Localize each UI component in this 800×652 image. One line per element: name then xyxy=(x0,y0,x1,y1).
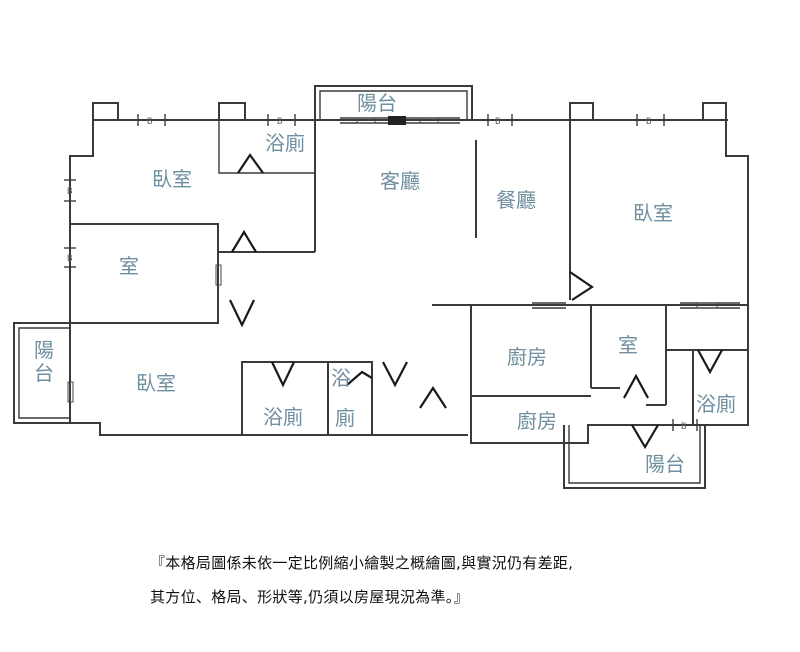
b-marker: B xyxy=(487,114,513,127)
b-markers: B B B B B B B xyxy=(64,114,698,432)
windows xyxy=(67,116,740,403)
interior-walls xyxy=(70,120,748,435)
room-label-bath-se: 浴廁 xyxy=(696,392,736,416)
outer-walls xyxy=(13,85,749,489)
room-labels: 陽台 浴廁 臥室 客廳 餐廳 臥室 室 陽 台 臥室 浴廁 浴 廁 廚房 室 廚… xyxy=(34,91,736,476)
room-label-bedroom-nw: 臥室 xyxy=(152,167,192,191)
room-label-dining: 餐廳 xyxy=(496,188,536,212)
room-label-room-s: 室 xyxy=(618,333,638,357)
b-marker: B xyxy=(137,114,166,127)
room-label-balcony-w-1: 陽 xyxy=(34,338,54,362)
door-swings xyxy=(229,153,723,450)
room-label-bath-mid-1: 浴 xyxy=(331,366,351,390)
room-label-bath-sw: 浴廁 xyxy=(263,405,303,429)
room-label-living: 客廳 xyxy=(380,169,420,193)
room-label-balcony-top: 陽台 xyxy=(357,91,397,115)
svg-text:B: B xyxy=(67,254,72,264)
svg-text:B: B xyxy=(67,187,72,197)
room-label-bath-mid-2: 廁 xyxy=(335,406,355,430)
room-label-balcony-s: 陽台 xyxy=(645,452,685,476)
b-marker: B xyxy=(267,114,296,127)
room-label-bath-top: 浴廁 xyxy=(265,131,305,155)
svg-text:B: B xyxy=(495,117,500,127)
room-label-balcony-w-2: 台 xyxy=(34,361,54,385)
floor-plan: B B B B B B B xyxy=(13,85,749,489)
room-label-kitchen-2: 廚房 xyxy=(517,409,557,433)
room-label-bedroom-sw: 臥室 xyxy=(136,371,176,395)
room-label-room-w: 室 xyxy=(119,254,139,278)
disclaimer-line-2: 其方位、格局、形狀等,仍須以房屋現況為準。』 xyxy=(150,588,469,606)
b-marker: B xyxy=(64,247,76,268)
disclaimer-line-1: 『本格局圖係未依一定比例縮小繪製之概繪圖,與實況仍有差距, xyxy=(150,554,574,572)
svg-text:B: B xyxy=(646,117,651,127)
svg-text:B: B xyxy=(681,422,686,432)
b-marker: B xyxy=(636,114,665,127)
room-label-kitchen-1: 廚房 xyxy=(507,345,547,369)
b-marker: B xyxy=(64,179,76,202)
svg-text:B: B xyxy=(147,117,152,127)
room-label-bedroom-ne: 臥室 xyxy=(633,201,673,225)
b-marker: B xyxy=(672,419,698,432)
svg-text:B: B xyxy=(277,117,282,127)
